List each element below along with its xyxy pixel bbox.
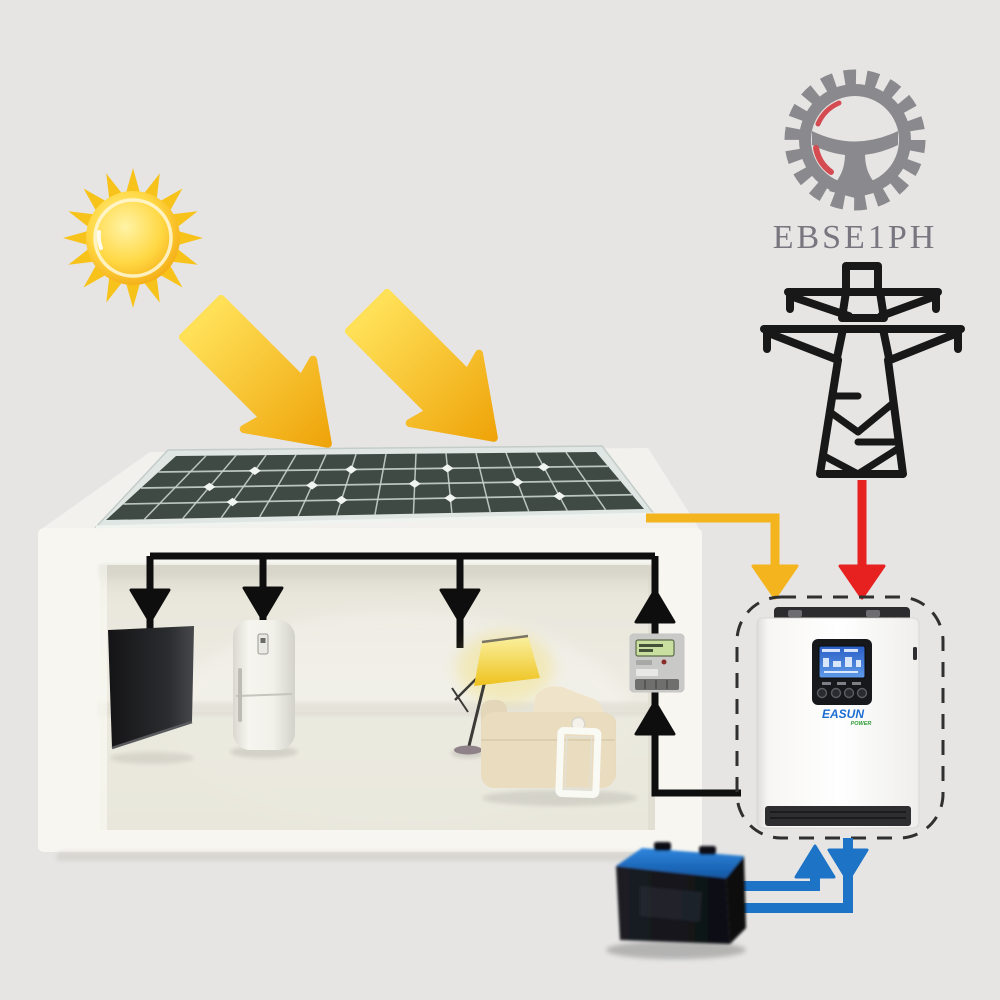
- battery-terminal: [699, 846, 716, 855]
- down-arrow-icon: [439, 588, 481, 624]
- panel-labels: [822, 682, 861, 685]
- sun-icon: [63, 168, 203, 308]
- battery-side: [726, 856, 746, 944]
- lamp-base: [454, 745, 482, 755]
- inverter-brand-text: EASUN: [822, 707, 864, 721]
- panel-grid-lines: [123, 451, 633, 520]
- fridge-handle: [238, 668, 242, 722]
- battery-terminal: [654, 842, 671, 851]
- red-arrow-icon: [838, 564, 886, 600]
- watermark-brand-text: EBSE1PH: [773, 219, 938, 256]
- battery-label: [640, 886, 702, 922]
- inverter-body: [756, 617, 920, 829]
- meter-led: [661, 659, 667, 665]
- tv-screen: [108, 626, 194, 748]
- grid-to-inverter-wire: [838, 480, 886, 600]
- fridge-body: [233, 620, 295, 750]
- battery: [606, 842, 746, 959]
- decor-frame: [555, 716, 602, 799]
- floor-lamp: [451, 632, 553, 758]
- load-bus-arrows: [129, 586, 676, 736]
- fridge-display: [257, 633, 269, 655]
- up-arrow-icon: [634, 700, 676, 736]
- meter-lcd: [635, 639, 675, 657]
- pv-to-inverter-wire: [646, 513, 799, 600]
- steering-wheel-stem-icon: [829, 153, 881, 198]
- refrigerator: [230, 620, 298, 758]
- white-frame: [555, 726, 602, 799]
- grid-tower-icon: [760, 262, 965, 478]
- logo-accent-top: [815, 100, 842, 127]
- sunlight-arrow-icon: [178, 294, 332, 448]
- panel-buttons: [816, 687, 868, 699]
- fridge-door-split: [235, 693, 293, 697]
- logo-accent-bottom: [813, 145, 834, 175]
- inverter-unit: EASUN POWER: [756, 607, 920, 829]
- up-arrow-icon: [794, 844, 836, 879]
- sunlight-arrow-icon: [344, 288, 498, 442]
- watermark-logo: EBSE1PH: [773, 69, 938, 256]
- sunlight-arrows: [178, 288, 498, 448]
- lamp-shade: [474, 636, 540, 686]
- down-arrow-icon: [242, 586, 284, 622]
- battery-top: [616, 848, 744, 878]
- down-arrow-icon: [827, 848, 869, 883]
- lcd-screen: [818, 645, 866, 679]
- house-ground-shadow: [56, 852, 676, 861]
- inverter-hinge: [913, 647, 917, 660]
- inverter-outline: [735, 595, 945, 840]
- vent-grille: [765, 806, 911, 826]
- energy-meter: [629, 633, 685, 693]
- solar-panel: [94, 445, 656, 529]
- inverter-brand-subtext: POWER: [851, 721, 872, 727]
- steering-wheel-band-icon: [812, 131, 898, 156]
- gear-teeth-icon: [784, 69, 926, 211]
- yellow-arrow-icon: [751, 564, 799, 600]
- up-arrow-icon: [634, 588, 676, 624]
- down-arrow-icon: [129, 588, 171, 624]
- lcd-glyphs: [822, 649, 861, 673]
- wall-tv: [108, 626, 194, 764]
- panel-cells: [106, 452, 644, 520]
- house-front-wall: [38, 528, 702, 852]
- sun-rays: [63, 168, 203, 308]
- battery-wire-arrows: [794, 844, 869, 883]
